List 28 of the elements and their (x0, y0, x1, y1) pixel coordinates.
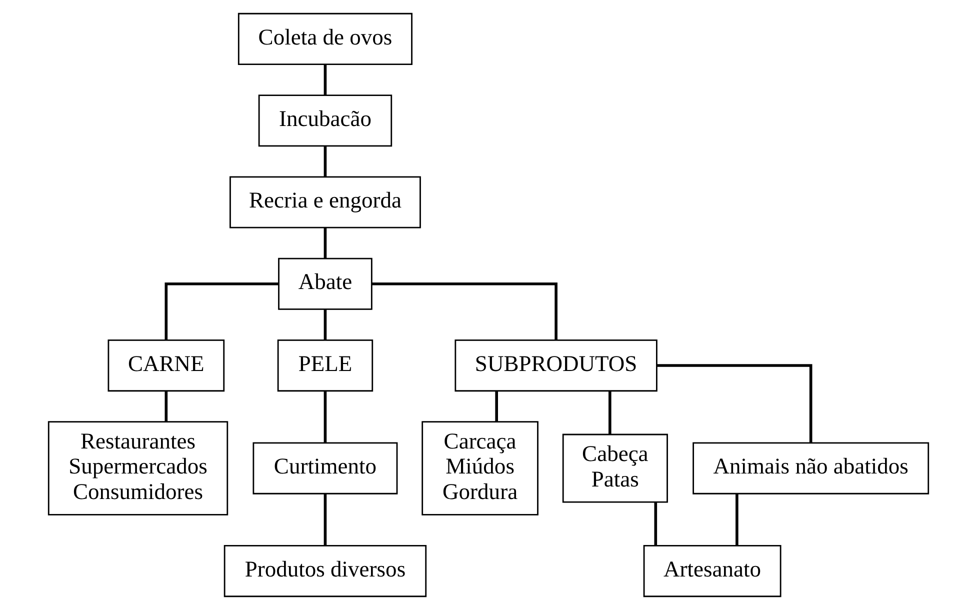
node-box: Restaurantes Supermercados Consumidores (48, 421, 228, 516)
node-box: Produtos diversos (224, 545, 427, 598)
node-box: Artesanato (643, 545, 782, 598)
connector (324, 64, 327, 95)
node-box: CARNE (108, 339, 225, 392)
connector (164, 390, 168, 422)
connector (324, 146, 327, 177)
connector (495, 390, 498, 422)
connector (324, 309, 327, 340)
node-box: Animais não abatidos (692, 442, 930, 494)
node-box: SUBPRODUTOS (454, 339, 658, 392)
connector (608, 390, 612, 434)
node-box: Abate (278, 258, 372, 310)
node-box: PELE (277, 339, 374, 392)
node-box: Incubacão (258, 94, 392, 147)
connector (324, 228, 327, 258)
node-box: Curtimento (252, 442, 398, 494)
connector (372, 282, 558, 340)
connector (656, 364, 812, 443)
connector (324, 494, 327, 546)
connector (324, 390, 327, 443)
connector (654, 502, 658, 546)
node-box: Coleta de ovos (238, 12, 412, 65)
connector (736, 494, 738, 546)
node-box: Cabeça Patas (562, 434, 668, 503)
connector (164, 282, 278, 340)
node-box: Recria e engorda (230, 176, 421, 228)
node-box: Carcaça Miúdos Gordura (422, 421, 538, 516)
